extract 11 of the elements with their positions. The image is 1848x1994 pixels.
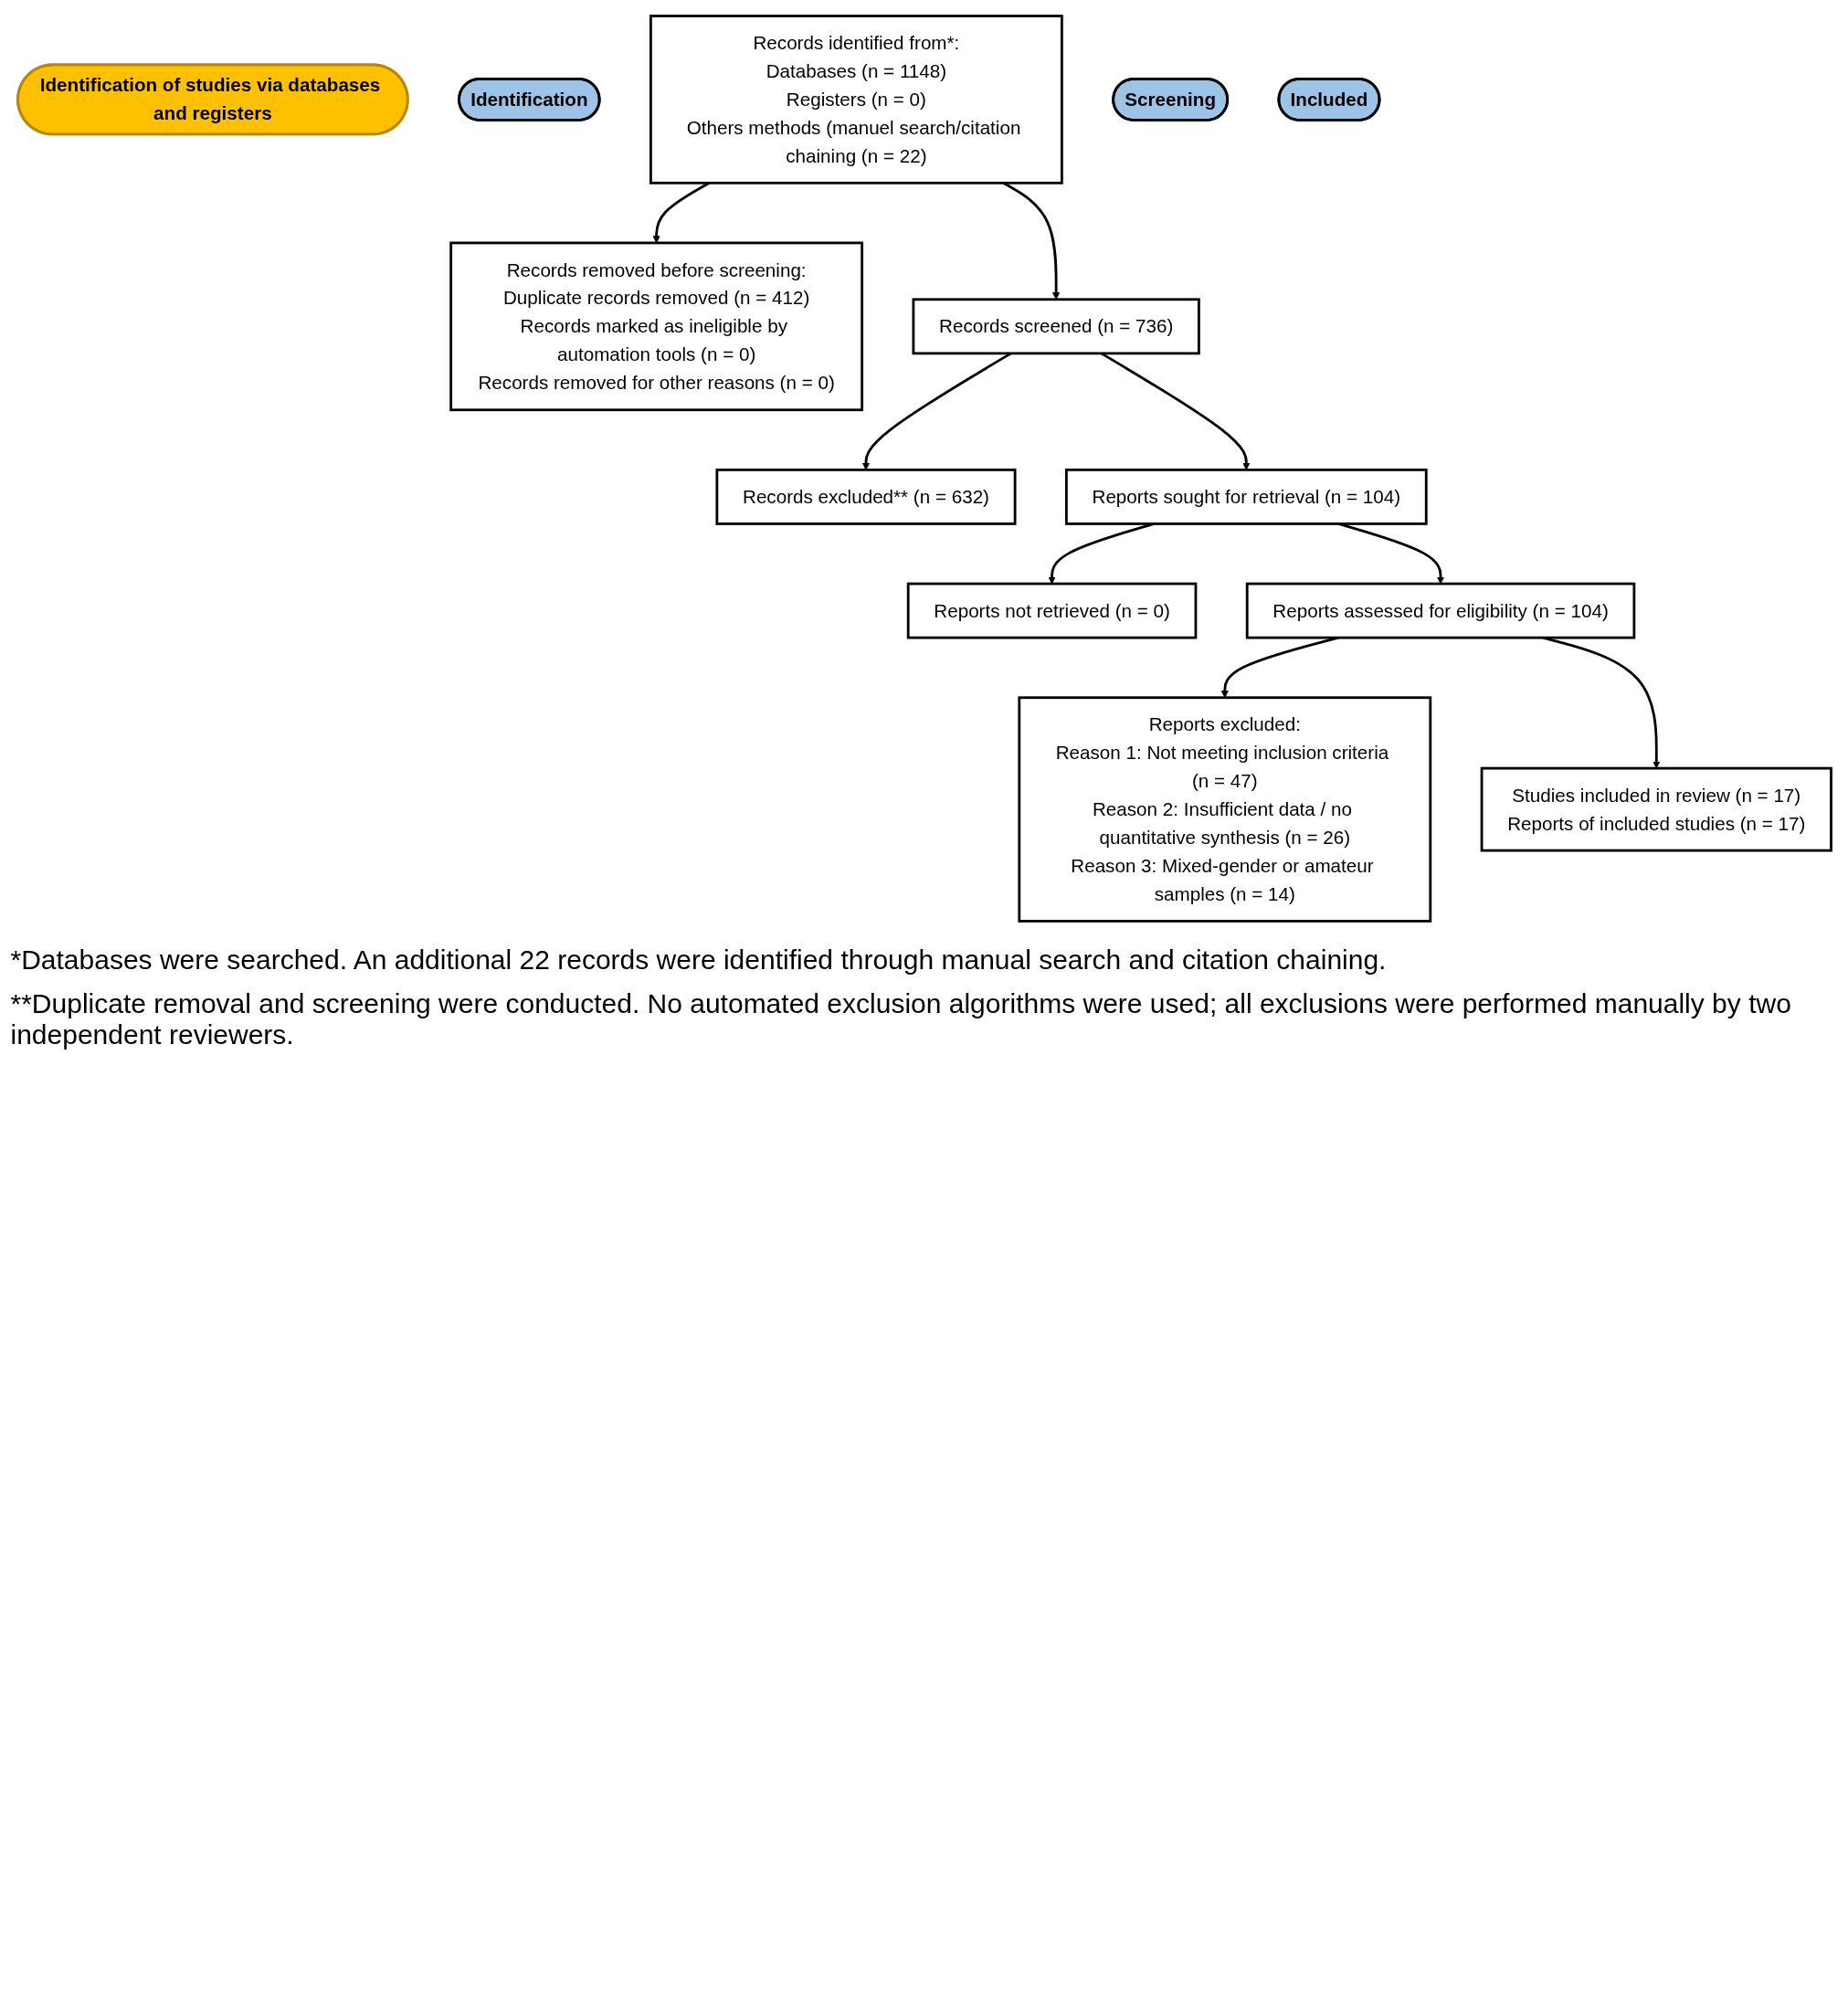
node-box: Reports not retrieved (n = 0) <box>906 582 1197 639</box>
node-box: Records screened (n = 736) <box>912 298 1200 355</box>
footnote: *Databases were searched. An additional 22 records were identified through manual search and citation chaining. <box>10 944 1388 976</box>
node-box: Records excluded** (n = 632) <box>714 468 1017 525</box>
node-box: Reports assessed for eligibility (n = 104) <box>1245 582 1635 639</box>
node-box: Studies included in review (n = 17) Reports of included studies (n = 17) <box>1480 766 1832 852</box>
footnote: **Duplicate removal and screening were conducted. No automated exclusion algorithms were used; all exclusions were performed manually by two independent reviewers. <box>10 987 1792 1050</box>
node-box: Reports sought for retrieval (n = 104) <box>1064 468 1428 525</box>
node-box: Records removed before screening: Duplicate records removed (n = 412) Records marked as ineligible by automation tools (n = 0) Records removed for other reasons (n = 0) <box>449 241 863 412</box>
node-box: Reports excluded: Reason 1: Not meeting inclusion criteria (n = 47) Reason 2: Insufficient data / no quantitative synthesis (n = 26) Reason 3: Mixed-gender or amateur samples (n = 14) <box>1017 696 1431 923</box>
node-box: Records identified from*: Databases (n = 1148) Registers (n = 0) Others methods (manuel search/citation chaining (n = 22) <box>649 15 1063 185</box>
